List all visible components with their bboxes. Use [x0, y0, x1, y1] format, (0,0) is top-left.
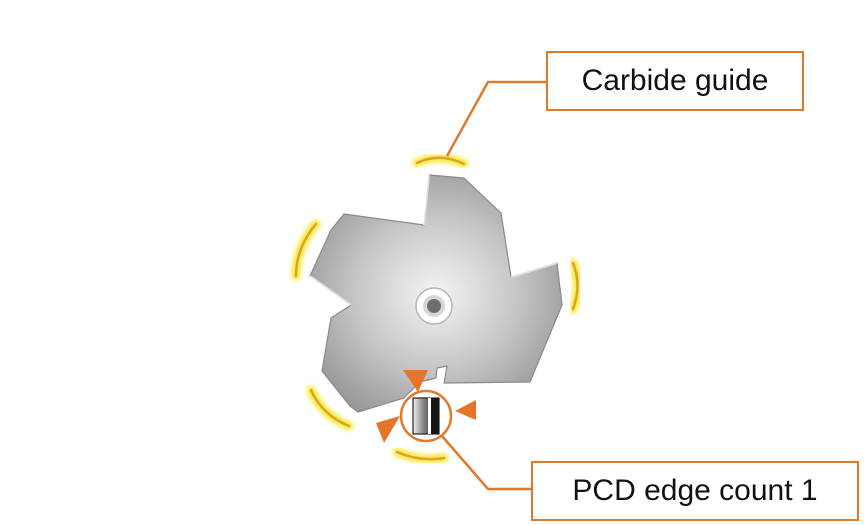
flute-edge-2 — [510, 262, 558, 278]
carbide-guide-top — [412, 153, 469, 169]
arrow-top-icon — [403, 370, 428, 392]
carbide-guide-right — [568, 258, 582, 314]
pcd-highlight-circle — [399, 389, 453, 443]
flute-edge-3 — [309, 275, 352, 306]
pcd-insert-icon — [412, 397, 440, 435]
carbide-guide-bottom — [392, 447, 449, 464]
flute-edge-1 — [423, 174, 430, 226]
center-hole — [415, 287, 453, 325]
carbide-guide-callout: Carbide guide — [546, 51, 804, 111]
carbide-guide-left — [291, 219, 321, 281]
arrow-right-icon — [455, 400, 476, 420]
pcd-edge-count-callout: PCD edge count 1 — [531, 461, 859, 521]
leader-line-carbide — [445, 80, 546, 157]
carbide-guides — [291, 153, 582, 464]
arrow-left-icon — [376, 416, 400, 443]
leader-line-pcd — [441, 435, 531, 491]
carbide-guide-lower-left — [306, 385, 354, 431]
